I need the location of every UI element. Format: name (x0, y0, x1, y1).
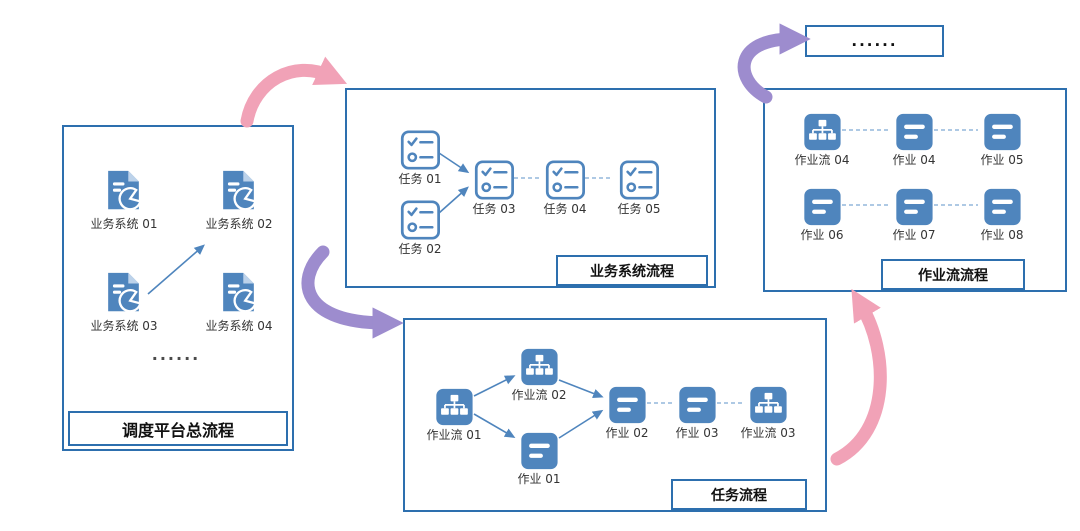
node-task-02: 任务 02 (398, 200, 442, 257)
checklist-icon (619, 160, 659, 200)
node-label: 任务 02 (398, 242, 442, 256)
node-label: 作业 01 (517, 472, 561, 486)
node-task-05: 任务 05 (617, 160, 661, 217)
job-list-icon (983, 113, 1021, 151)
ellipsis-text: ...... (151, 345, 201, 364)
node-jobflow-02: 作业流 02 (511, 348, 567, 403)
document-icon (101, 271, 147, 317)
node-label: 作业 04 (892, 153, 936, 167)
node-task-03: 任务 03 (472, 160, 516, 217)
node-system-02: 业务系统 02 (205, 169, 273, 232)
job-list-icon (803, 188, 841, 226)
node-label: 作业 06 (800, 228, 844, 242)
node-label: 任务 04 (543, 202, 587, 216)
panel-main-flow: 业务系统 01 业务系统 02 业务系统 03 业务系统 04 ...... 调… (62, 125, 294, 451)
panel-business-flow: 任务 01 任务 02 任务 03 任务 04 任务 05 业务系统流程 (345, 88, 716, 288)
node-jobflow-03: 作业流 03 (740, 386, 796, 441)
document-icon (216, 271, 262, 317)
node-task-01: 任务 01 (398, 130, 442, 187)
node-system-04: 业务系统 04 (205, 271, 273, 334)
document-icon (216, 169, 262, 215)
node-jobflow-01: 作业流 01 (426, 388, 482, 443)
job-list-icon (678, 386, 716, 424)
flow-arrow-main-to-business (240, 56, 348, 128)
node-job-05: 作业 05 (980, 113, 1024, 168)
panel-task-flow: 作业流 01 作业流 02 作业 01 作业 02 作业 03 作业流 03 任… (403, 318, 827, 512)
node-label: 作业 02 (605, 426, 649, 440)
more-box: ...... (805, 25, 944, 57)
job-list-icon (520, 432, 558, 470)
checklist-icon (400, 200, 440, 240)
node-label: 作业 05 (980, 153, 1024, 167)
node-label: 业务系统 02 (205, 217, 273, 231)
node-job-01: 作业 01 (517, 432, 561, 487)
job-list-icon (895, 113, 933, 151)
node-label: 作业流 01 (426, 428, 482, 442)
node-jobflow-04: 作业流 04 (794, 113, 850, 168)
workflow-tree-icon (803, 113, 841, 151)
node-label: 任务 05 (617, 202, 661, 216)
job-list-icon (983, 188, 1021, 226)
node-label: 作业 03 (675, 426, 719, 440)
job-list-icon (608, 386, 646, 424)
workflow-tree-icon (520, 348, 558, 386)
node-job-07: 作业 07 (892, 188, 936, 243)
panel-main-title: 调度平台总流程 (68, 411, 288, 446)
node-job-08: 作业 08 (980, 188, 1024, 243)
node-label: 业务系统 01 (90, 217, 158, 231)
checklist-icon (545, 160, 585, 200)
flow-arrow-task-to-jobflow (830, 288, 887, 466)
node-label: 作业 08 (980, 228, 1024, 242)
node-label: 业务系统 03 (90, 319, 158, 333)
node-task-04: 任务 04 (543, 160, 587, 217)
node-label: 任务 01 (398, 172, 442, 186)
job-list-icon (895, 188, 933, 226)
node-label: 作业流 04 (794, 153, 850, 167)
workflow-tree-icon (749, 386, 787, 424)
node-label: 作业 07 (892, 228, 936, 242)
workflow-tree-icon (435, 388, 473, 426)
checklist-icon (474, 160, 514, 200)
node-label: 作业流 02 (511, 388, 567, 402)
node-job-04: 作业 04 (892, 113, 936, 168)
node-system-03: 业务系统 03 (90, 271, 158, 334)
document-icon (101, 169, 147, 215)
node-label: 作业流 03 (740, 426, 796, 440)
panel-jobflow-flow: 作业流 04 作业 04 作业 05 作业 06 作业 07 作业 08 作业流… (763, 88, 1067, 292)
checklist-icon (400, 130, 440, 170)
node-label: 任务 03 (472, 202, 516, 216)
node-job-02: 作业 02 (605, 386, 649, 441)
node-job-06: 作业 06 (800, 188, 844, 243)
node-system-01: 业务系统 01 (90, 169, 158, 232)
panel-task-title: 任务流程 (671, 479, 807, 510)
panel-business-title: 业务系统流程 (556, 255, 708, 286)
node-job-03: 作业 03 (675, 386, 719, 441)
node-label: 业务系统 04 (205, 319, 273, 333)
panel-jobflow-title: 作业流流程 (881, 259, 1025, 290)
